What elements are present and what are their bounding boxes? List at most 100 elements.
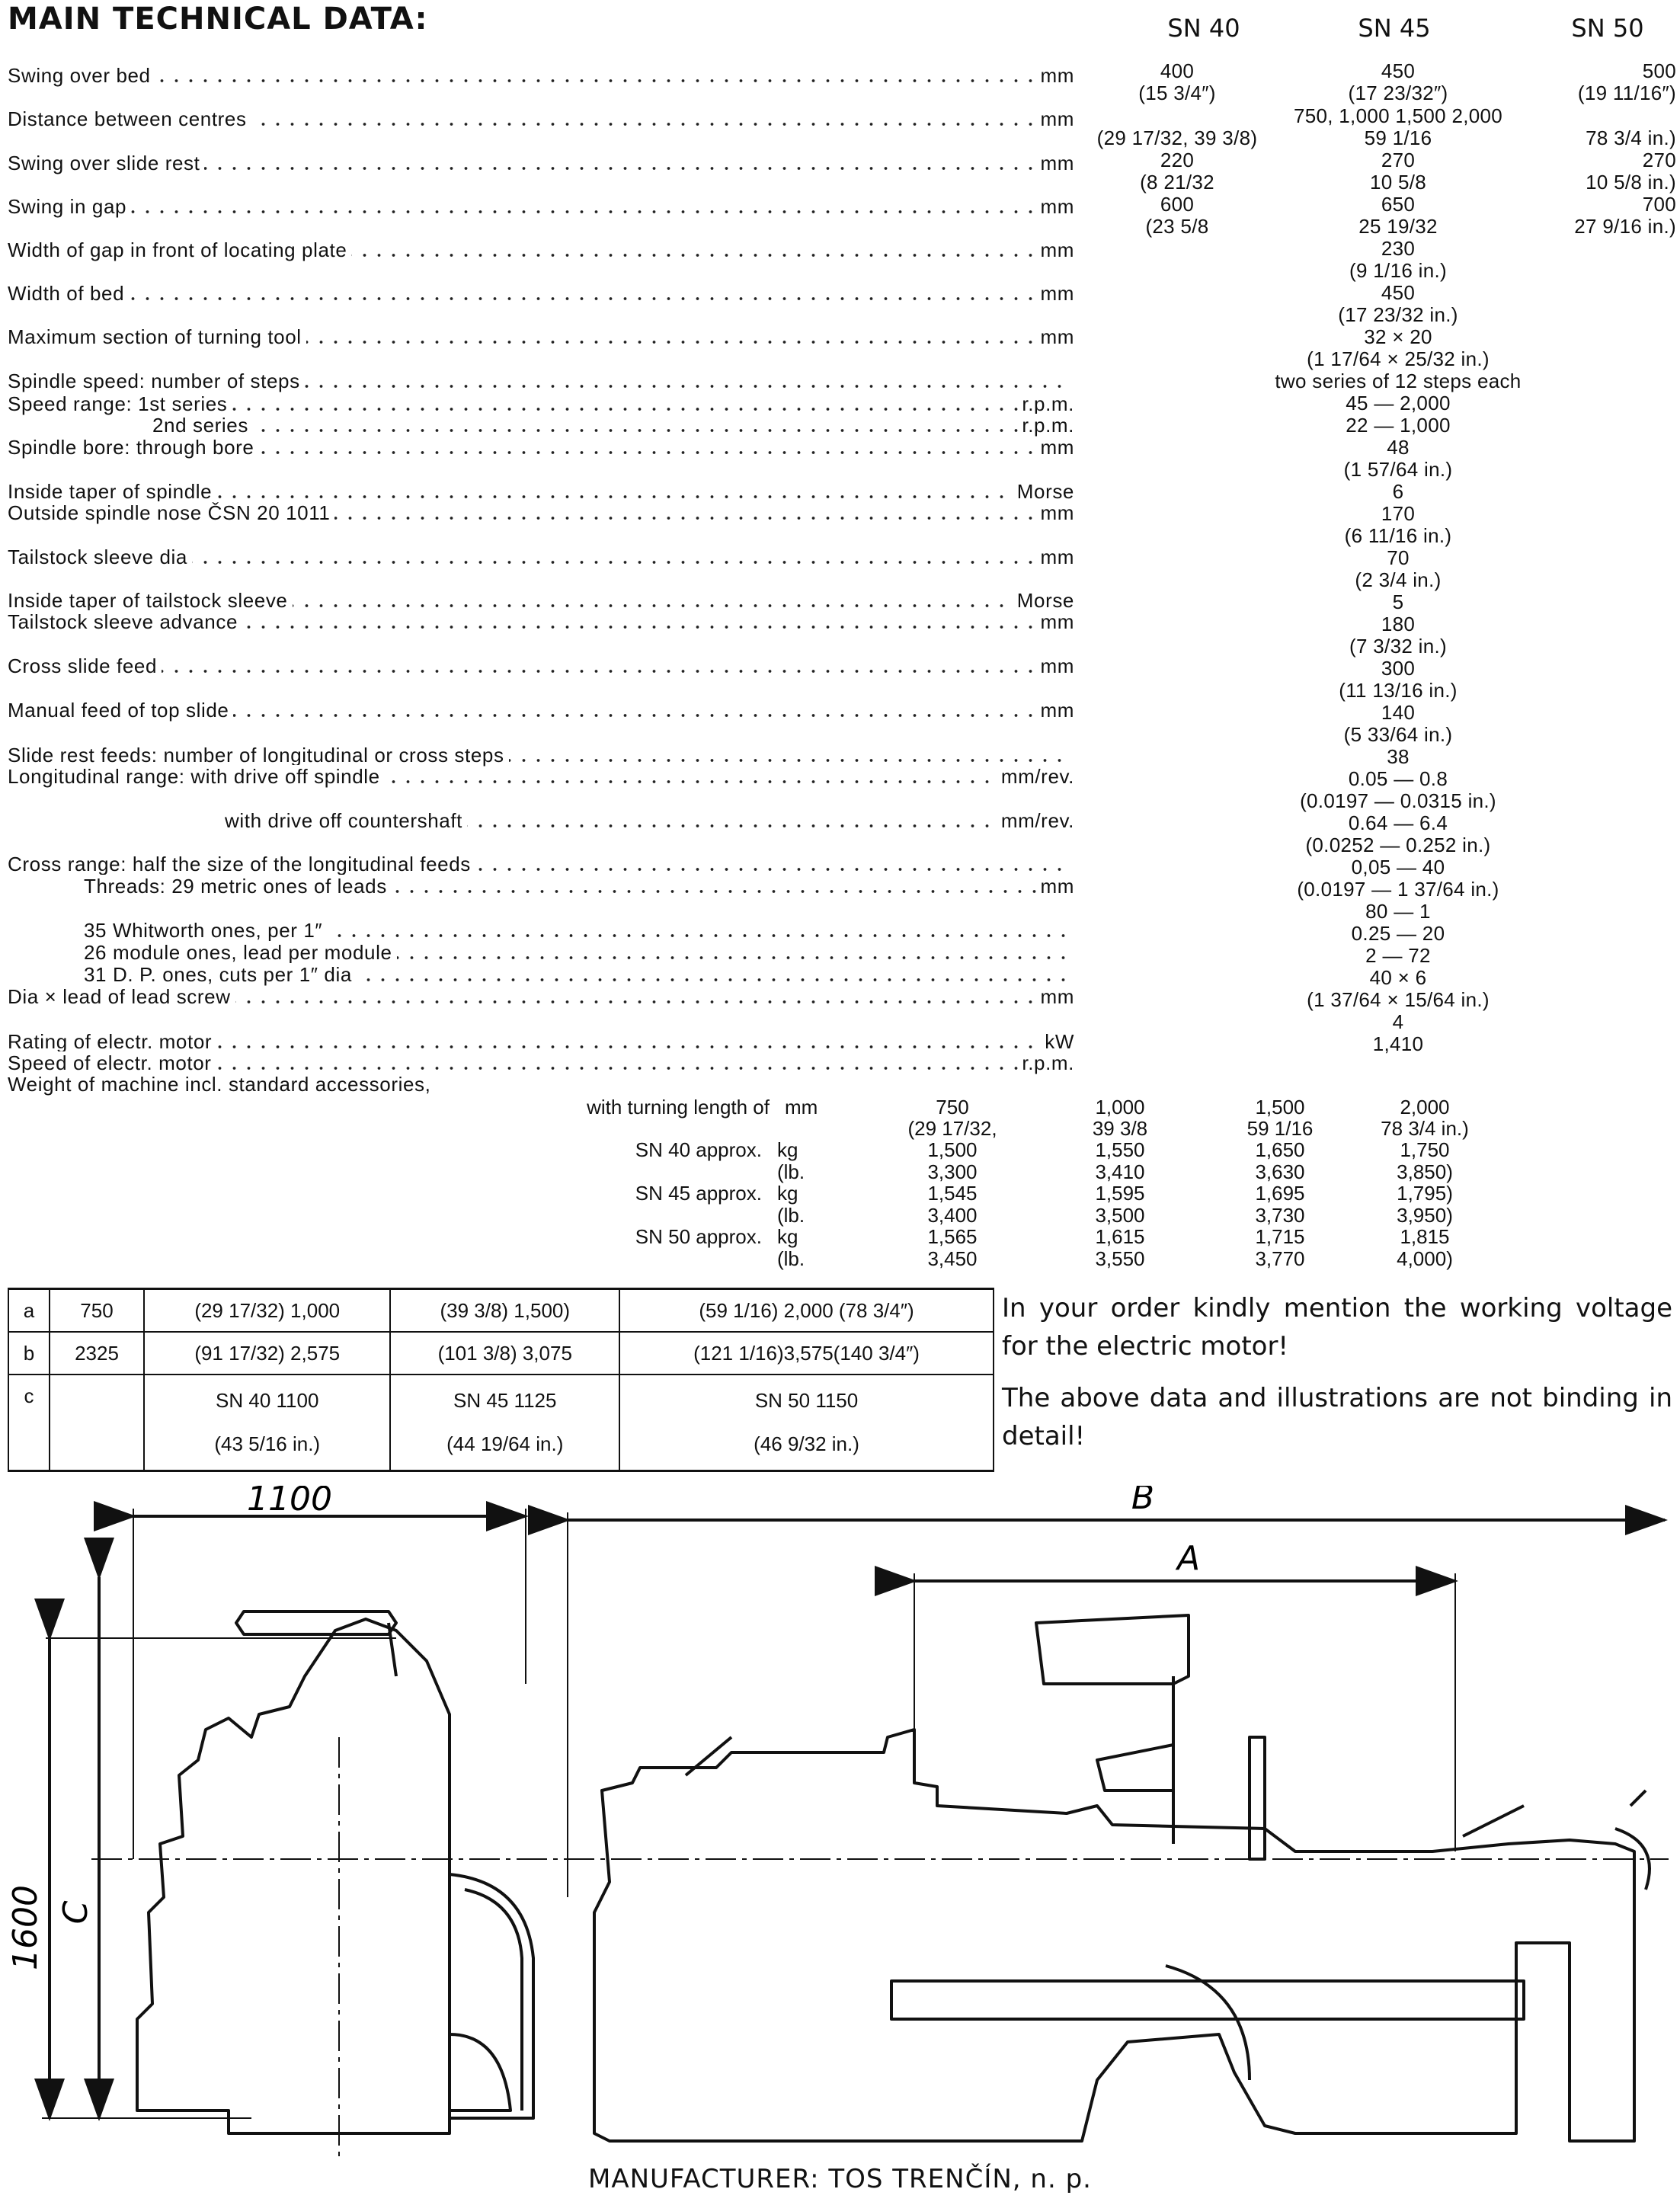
- spec-value: (1 37/64 × 15/64 in.): [1307, 988, 1490, 1011]
- leader-dots: [130, 956, 1067, 959]
- end-guard-inner: [464, 1888, 523, 2111]
- leader-dots: [53, 123, 1067, 126]
- leader-dots: [130, 978, 1067, 981]
- weight-value: 1,650: [1255, 1138, 1305, 1161]
- model-code: SN 50 1150: [754, 1389, 859, 1412]
- tailstock-lever: [1462, 1804, 1525, 1838]
- spec-value: 27 9/16 in.): [1574, 215, 1676, 238]
- weight-value: 3,410: [1095, 1160, 1145, 1183]
- dim-label-a: A: [1175, 1539, 1200, 1578]
- spec-unit: mm: [1037, 699, 1074, 722]
- spec-unit: mm: [1037, 282, 1074, 305]
- page-title: MAIN TECHNICAL DATA:: [8, 2, 428, 37]
- spec-value: 48: [1387, 436, 1410, 459]
- leader-dots: [53, 385, 1067, 388]
- spec-value: 140: [1381, 701, 1416, 724]
- spec-value: 170: [1381, 502, 1416, 525]
- spec-value: 25 19/32: [1358, 215, 1438, 238]
- spec-label: Weight of machine incl. standard accesso…: [8, 1073, 436, 1096]
- spec-value: 450: [1381, 59, 1416, 82]
- spec-label: 26 module ones, lead per module: [84, 941, 397, 964]
- leader-dots: [53, 626, 1067, 629]
- leader-dots: [53, 1000, 1067, 1003]
- spec-unit: mm: [1037, 64, 1074, 87]
- spec-row: Longitudinal range: with drive off spind…: [8, 765, 1074, 788]
- spec-label: Distance between centres: [8, 107, 251, 130]
- voltage-note: In your order kindly mention the working…: [1002, 1293, 1672, 1362]
- spec-value: (7 3/32 in.): [1349, 635, 1447, 658]
- spec-unit: mm: [1037, 152, 1074, 174]
- spec-unit: mm/rev.: [997, 809, 1074, 832]
- handwheel-lever: [1629, 1789, 1647, 1807]
- spec-value: (11 13/16 in.): [1339, 679, 1458, 702]
- spec-row: Cross range: half the size of the longit…: [8, 853, 1074, 875]
- spec-unit: mm: [1037, 107, 1074, 130]
- spec-unit: mm: [1037, 610, 1074, 633]
- model-code-inches: (44 19/64 in.): [446, 1432, 564, 1455]
- leader-dots: [53, 517, 1067, 520]
- turning-length-value: 750: [936, 1096, 969, 1119]
- spec-value: 32 × 20: [1364, 325, 1432, 348]
- model-header-sn40: SN 40: [1167, 14, 1240, 43]
- handwheel: [1614, 1827, 1651, 1890]
- spec-value: (0.0197 — 0.0315 in.): [1300, 789, 1496, 812]
- spec-value: (15 3/4″): [1138, 82, 1216, 104]
- table-cell: b: [8, 1331, 50, 1375]
- spec-label: Cross range: half the size of the longit…: [8, 853, 475, 875]
- lead-screw-guard: [890, 1979, 1525, 2021]
- headstock-end-view: [136, 1618, 451, 2135]
- manufacturer-footer: MANUFACTURER: TOS TRENČÍN, n. p.: [588, 2164, 1092, 2194]
- end-tool-post: [235, 1610, 398, 1636]
- weight-model: SN 45 approx.: [635, 1182, 762, 1205]
- spec-label: 2nd series: [152, 414, 253, 437]
- spec-value: 400: [1160, 59, 1195, 82]
- table-cell: c: [8, 1374, 50, 1472]
- spec-unit: mm/rev.: [997, 765, 1074, 788]
- dim-label-c: C: [56, 1900, 95, 1924]
- spec-value: 78 3/4 in.): [1586, 126, 1676, 149]
- spec-value: (17 23/32″): [1348, 82, 1448, 104]
- spec-value: (0.0252 — 0.252 in.): [1305, 834, 1491, 856]
- spec-label: Swing over slide rest: [8, 152, 205, 174]
- leader-dots: [53, 210, 1067, 213]
- weight-value: 3,550: [1095, 1247, 1145, 1270]
- spec-value: 500: [1642, 59, 1676, 82]
- spec-unit: Morse: [1013, 480, 1074, 503]
- spec-value: 40 × 6: [1369, 966, 1427, 989]
- spec-unit: mm: [1037, 195, 1074, 218]
- table-row: c SN 40 1100(43 5/16 in.) SN 45 1125(44 …: [8, 1374, 994, 1472]
- disclaimer-note: The above data and illustrations are not…: [1002, 1383, 1672, 1451]
- leader-dots: [130, 890, 1067, 893]
- spec-value: 70: [1387, 546, 1410, 569]
- spec-label: 35 Whitworth ones, per 1″: [84, 919, 328, 942]
- spec-value: 600: [1160, 193, 1195, 216]
- leader-dots: [53, 254, 1067, 257]
- weight-unit: kg: [777, 1225, 798, 1248]
- spec-label: Rating of electr. motor: [8, 1030, 217, 1053]
- weight-value: 3,850): [1397, 1160, 1453, 1183]
- spec-row: 26 module ones, lead per module: [8, 941, 1074, 964]
- dim-label-1100: 1100: [247, 1486, 332, 1519]
- table-cell: (29 17/32) 1,000: [142, 1288, 392, 1333]
- leader-dots: [53, 604, 1067, 607]
- table-cell: 750: [49, 1288, 145, 1333]
- leader-dots: [53, 495, 1067, 498]
- spec-row: Spindle speed: number of steps: [8, 370, 1074, 392]
- leader-dots: [53, 79, 1067, 82]
- weight-value: 1,545: [927, 1182, 978, 1205]
- table-cell: (101 3/8) 3,075: [389, 1331, 621, 1375]
- spec-value: 0,05 — 40: [1351, 856, 1445, 878]
- weight-value: 1,550: [1095, 1138, 1145, 1161]
- spec-label: Width of gap in front of locating plate: [8, 238, 352, 261]
